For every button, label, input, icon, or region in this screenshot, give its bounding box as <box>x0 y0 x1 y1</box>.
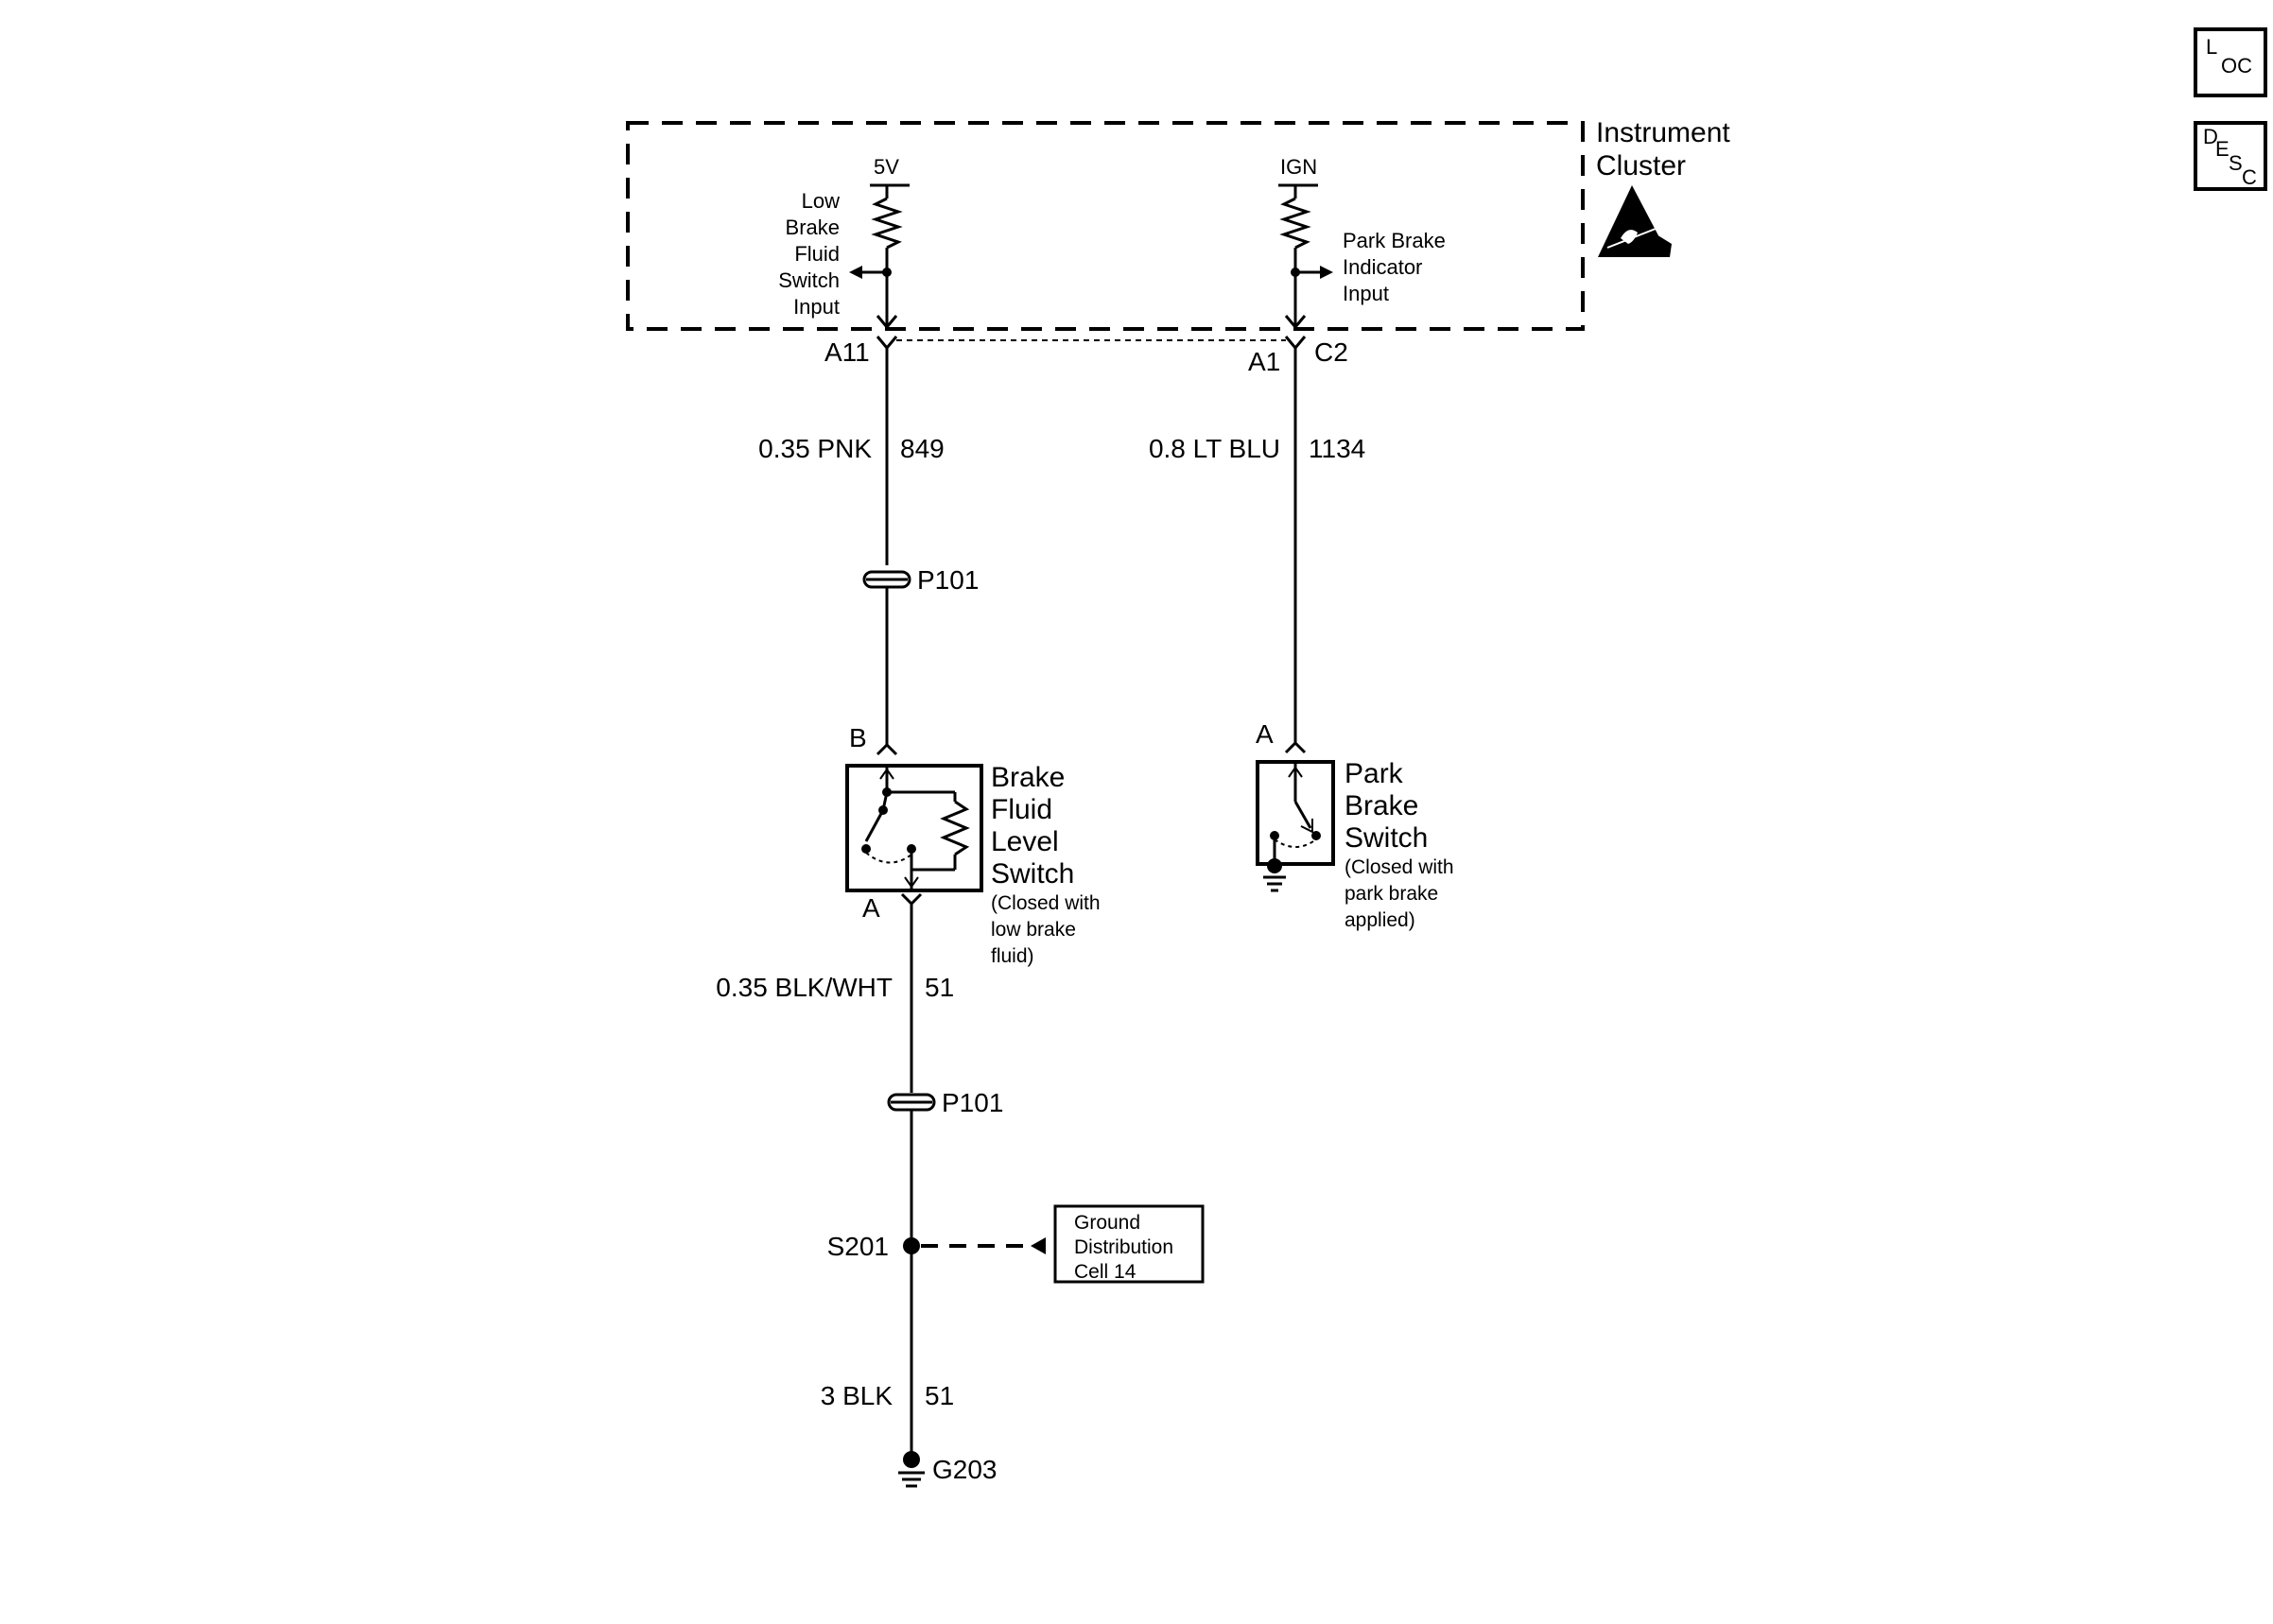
desc-label-e: E <box>2215 137 2230 161</box>
park-brake-switch-label: Park <box>1345 758 1404 789</box>
desc-label-c: C <box>2242 165 2257 189</box>
p101-lower-label: P101 <box>942 1088 1003 1117</box>
inline-connector-p101-upper <box>862 570 911 589</box>
low-brake-input-label-4: Switch <box>778 268 840 292</box>
low-brake-internal-circuit: 5V <box>849 155 910 330</box>
ground-distribution-label: Ground <box>1074 1212 1140 1234</box>
loc-button[interactable]: L OC <box>2194 27 2267 97</box>
park-brake-note-2: park brake <box>1345 883 1438 905</box>
brake-fluid-switch-label-4: Switch <box>991 858 1074 890</box>
wire-1134-color-label: 0.8 LT BLU <box>1149 434 1280 463</box>
connector-a-bottom-label: A <box>862 893 880 923</box>
supply-ign-label: IGN <box>1280 155 1317 179</box>
connector-a11-label: A11 <box>824 337 870 367</box>
wire-51-lower-color-label: 3 BLK <box>821 1381 894 1410</box>
wire-849-color-label: 0.35 PNK <box>758 434 872 463</box>
loc-label-top: L <box>2206 35 2217 59</box>
wire-1134-circuit-label: 1134 <box>1309 434 1365 463</box>
park-brake-input-label-2: Indicator <box>1343 255 1422 279</box>
connector-a-park-symbol <box>1284 740 1307 754</box>
instrument-cluster-box <box>626 121 1585 331</box>
ground-distribution-link[interactable]: Ground Distribution Cell 14 <box>1053 1204 1205 1284</box>
connector-a-bottom-symbol <box>900 892 923 907</box>
ground-reference-arrow-icon <box>1031 1237 1046 1254</box>
park-brake-ground-icon <box>1263 858 1286 892</box>
park-brake-input-label: Park Brake <box>1343 229 1446 252</box>
low-brake-input-label-3: Fluid <box>794 242 840 266</box>
wire-51-circuit-label: 51 <box>925 973 954 1002</box>
low-brake-input-label: Low <box>802 189 840 213</box>
connector-a1-label: A1 <box>1248 347 1280 376</box>
connector-b-symbol <box>876 742 898 756</box>
loc-label-bottom: OC <box>2221 54 2252 78</box>
connector-a11-symbol <box>876 336 898 351</box>
low-brake-input-label-2: Brake <box>786 216 840 239</box>
ground-g203-label: G203 <box>932 1455 998 1484</box>
ground-distribution-label-3: Cell 14 <box>1074 1261 1136 1283</box>
desc-label-d: D <box>2203 125 2218 148</box>
splice-s201-dot <box>903 1237 920 1254</box>
connector-c2-label: C2 <box>1314 337 1348 367</box>
park-brake-switch-label-2: Brake <box>1345 790 1418 821</box>
supply-5v-label: 5V <box>874 155 899 179</box>
wire-51-lower-circuit-label: 51 <box>925 1381 954 1410</box>
brake-fluid-note: (Closed with <box>991 892 1101 914</box>
instrument-cluster-title: Instrument <box>1596 117 1730 148</box>
park-brake-input-label-3: Input <box>1343 282 1389 305</box>
brake-fluid-note-2: low brake <box>991 919 1076 941</box>
park-brake-internal-circuit: IGN <box>1278 155 1333 330</box>
park-brake-switch <box>1256 760 1335 866</box>
ground-distribution-label-2: Distribution <box>1074 1236 1173 1258</box>
p101-upper-label: P101 <box>917 565 979 595</box>
brake-fluid-switch-label-3: Level <box>991 826 1059 857</box>
brake-fluid-level-switch <box>845 764 983 892</box>
splice-s201-label: S201 <box>827 1232 889 1261</box>
low-brake-input-label-5: Input <box>793 295 840 319</box>
desc-label-s: S <box>2229 151 2243 175</box>
desc-button[interactable]: D E S C <box>2194 121 2267 191</box>
wire-51-color-label: 0.35 BLK/WHT <box>716 973 893 1002</box>
instrument-cluster-title-2: Cluster <box>1596 150 1686 181</box>
park-brake-note: (Closed with <box>1345 856 1454 878</box>
brake-fluid-switch-label-2: Fluid <box>991 794 1052 825</box>
connector-a1-symbol <box>1284 336 1307 351</box>
ground-g203-icon <box>898 1451 925 1488</box>
brake-fluid-note-3: fluid) <box>991 945 1034 967</box>
wire-849-circuit-label: 849 <box>900 434 945 463</box>
park-brake-note-3: applied) <box>1345 909 1415 931</box>
connector-a-park-label: A <box>1256 719 1274 749</box>
inline-connector-p101-lower <box>887 1093 936 1112</box>
esd-warning-icon <box>1598 185 1672 257</box>
connector-b-label: B <box>849 723 867 752</box>
brake-fluid-switch-label: Brake <box>991 762 1065 793</box>
park-brake-switch-label-3: Switch <box>1345 822 1428 854</box>
